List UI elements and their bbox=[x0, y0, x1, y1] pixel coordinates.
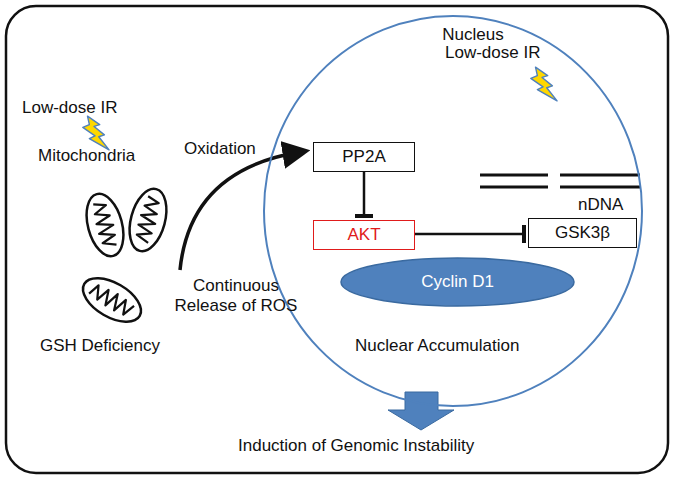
text-label: Low-dose IR bbox=[22, 98, 117, 118]
text-label: Low-dose IR bbox=[445, 43, 540, 63]
text-label: nDNA bbox=[578, 195, 623, 215]
inhibition-connector bbox=[415, 225, 524, 243]
lightning-symbol bbox=[83, 116, 109, 150]
node-label: Cyclin D1 bbox=[421, 272, 494, 292]
text-label: Induction of Genomic Instability bbox=[238, 436, 474, 456]
outer-frame bbox=[6, 6, 668, 473]
mitochondrion bbox=[80, 190, 129, 261]
text-label: Continuous Release of ROS bbox=[172, 276, 300, 315]
cyclin-ellipse: Cyclin D1 bbox=[340, 257, 575, 307]
text-label: Nuclear Accumulation bbox=[355, 336, 519, 356]
mitochondrion bbox=[76, 269, 148, 330]
lightning-symbol bbox=[531, 67, 557, 101]
node-label: PP2A bbox=[342, 147, 385, 167]
node-title: Nucleus bbox=[442, 25, 503, 45]
node-label: GSK3β bbox=[555, 223, 610, 243]
dna-strands bbox=[480, 175, 640, 187]
oxidation-arrow bbox=[180, 152, 300, 270]
process-box: AKT bbox=[313, 220, 415, 250]
process-box: GSK3β bbox=[528, 218, 637, 248]
node-label: AKT bbox=[347, 225, 380, 245]
process-box: PP2A bbox=[313, 142, 415, 172]
text-label: Mitochondria bbox=[38, 146, 135, 166]
text-label: GSH Deficiency bbox=[40, 336, 160, 356]
mitochondrion bbox=[123, 185, 172, 256]
inhibition-connector bbox=[355, 172, 373, 216]
text-label: Oxidation bbox=[184, 139, 256, 159]
